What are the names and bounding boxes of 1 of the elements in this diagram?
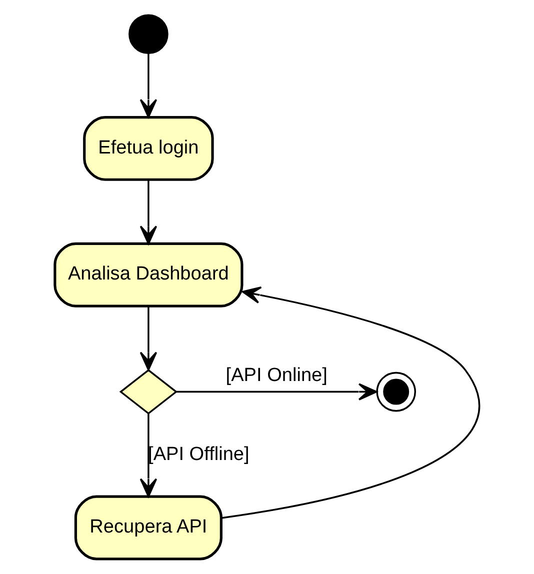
edge-label: [API Online]: [225, 365, 327, 386]
